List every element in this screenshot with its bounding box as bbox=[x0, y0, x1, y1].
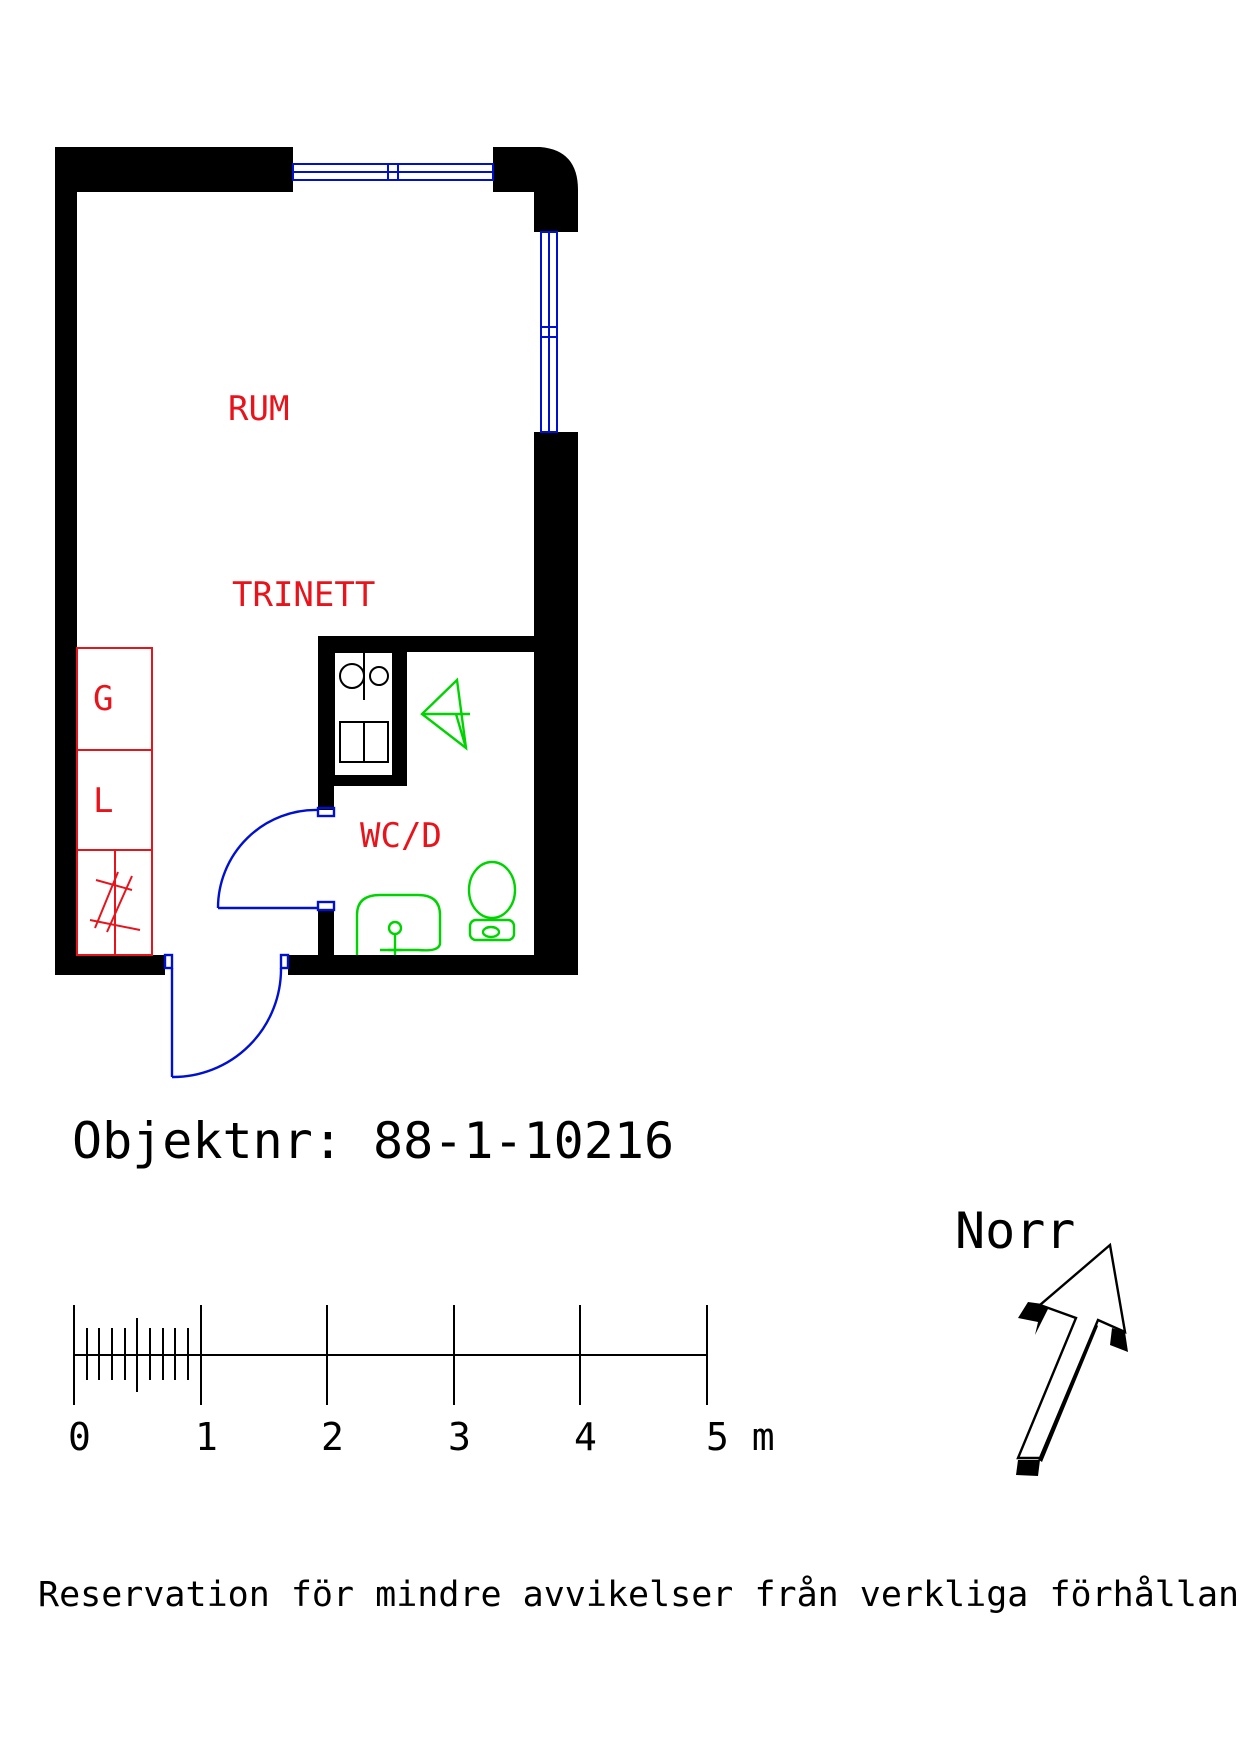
wall-bathroom-left-lower bbox=[318, 910, 334, 975]
wall-stove-partition bbox=[393, 636, 407, 784]
bathroom-door bbox=[216, 806, 336, 912]
north-arrow-icon bbox=[1016, 1242, 1128, 1476]
wall-top-left bbox=[55, 147, 293, 192]
scale-label-2: 2 bbox=[321, 1415, 344, 1459]
cabinet-l bbox=[76, 749, 153, 851]
scale-bar-minor-ticks bbox=[86, 1318, 189, 1392]
disclaimer: Reservation för mindre avvikelser från v… bbox=[38, 1574, 1240, 1615]
wall-bottom-right bbox=[288, 955, 578, 975]
shower-head-icon bbox=[420, 677, 470, 751]
window-top bbox=[292, 163, 494, 181]
window-right bbox=[540, 231, 558, 433]
wall-left bbox=[55, 147, 77, 975]
wall-right bbox=[534, 432, 578, 975]
object-number: Objektnr: 88-1-10216 bbox=[72, 1112, 674, 1170]
walls bbox=[55, 147, 578, 975]
cabinet-g-label: G bbox=[93, 679, 113, 719]
scale-label-3: 3 bbox=[448, 1415, 471, 1459]
cabinet-g bbox=[76, 647, 153, 751]
bathroom-fixtures bbox=[355, 677, 517, 955]
stove bbox=[333, 651, 394, 777]
entrance-door bbox=[163, 953, 290, 1079]
room-label-trinett: TRINETT bbox=[232, 575, 375, 615]
room-label-rum: RUM bbox=[228, 389, 289, 429]
scale-label-0: 0 bbox=[68, 1415, 91, 1459]
doors bbox=[163, 806, 336, 1079]
hotplate-large-icon bbox=[339, 663, 365, 689]
hotplate-small-icon bbox=[369, 666, 389, 686]
wall-bottom-left bbox=[55, 955, 165, 975]
sink-icon bbox=[355, 893, 442, 955]
cabinets: G L bbox=[76, 647, 153, 956]
room-label-wcd: WC/D bbox=[360, 816, 442, 856]
wall-bathroom-left-upper bbox=[318, 636, 334, 810]
wall-door-stub-top bbox=[318, 786, 334, 808]
wall-stove-niche-bottom bbox=[318, 776, 407, 786]
scale-label-1: 1 bbox=[195, 1415, 218, 1459]
toilet-icon bbox=[467, 860, 517, 942]
cabinet-l-label: L bbox=[93, 781, 113, 821]
scale-label-5: 5 m bbox=[706, 1415, 775, 1459]
hanger-symbol-icon bbox=[89, 871, 141, 933]
wall-top-right-corner bbox=[493, 147, 578, 232]
scale-bar: 0 1 2 3 4 5 m bbox=[68, 1305, 775, 1459]
wall-bathroom-top bbox=[318, 636, 534, 652]
windows bbox=[292, 163, 558, 433]
north-label: Norr bbox=[955, 1202, 1075, 1260]
scale-label-4: 4 bbox=[574, 1415, 597, 1459]
